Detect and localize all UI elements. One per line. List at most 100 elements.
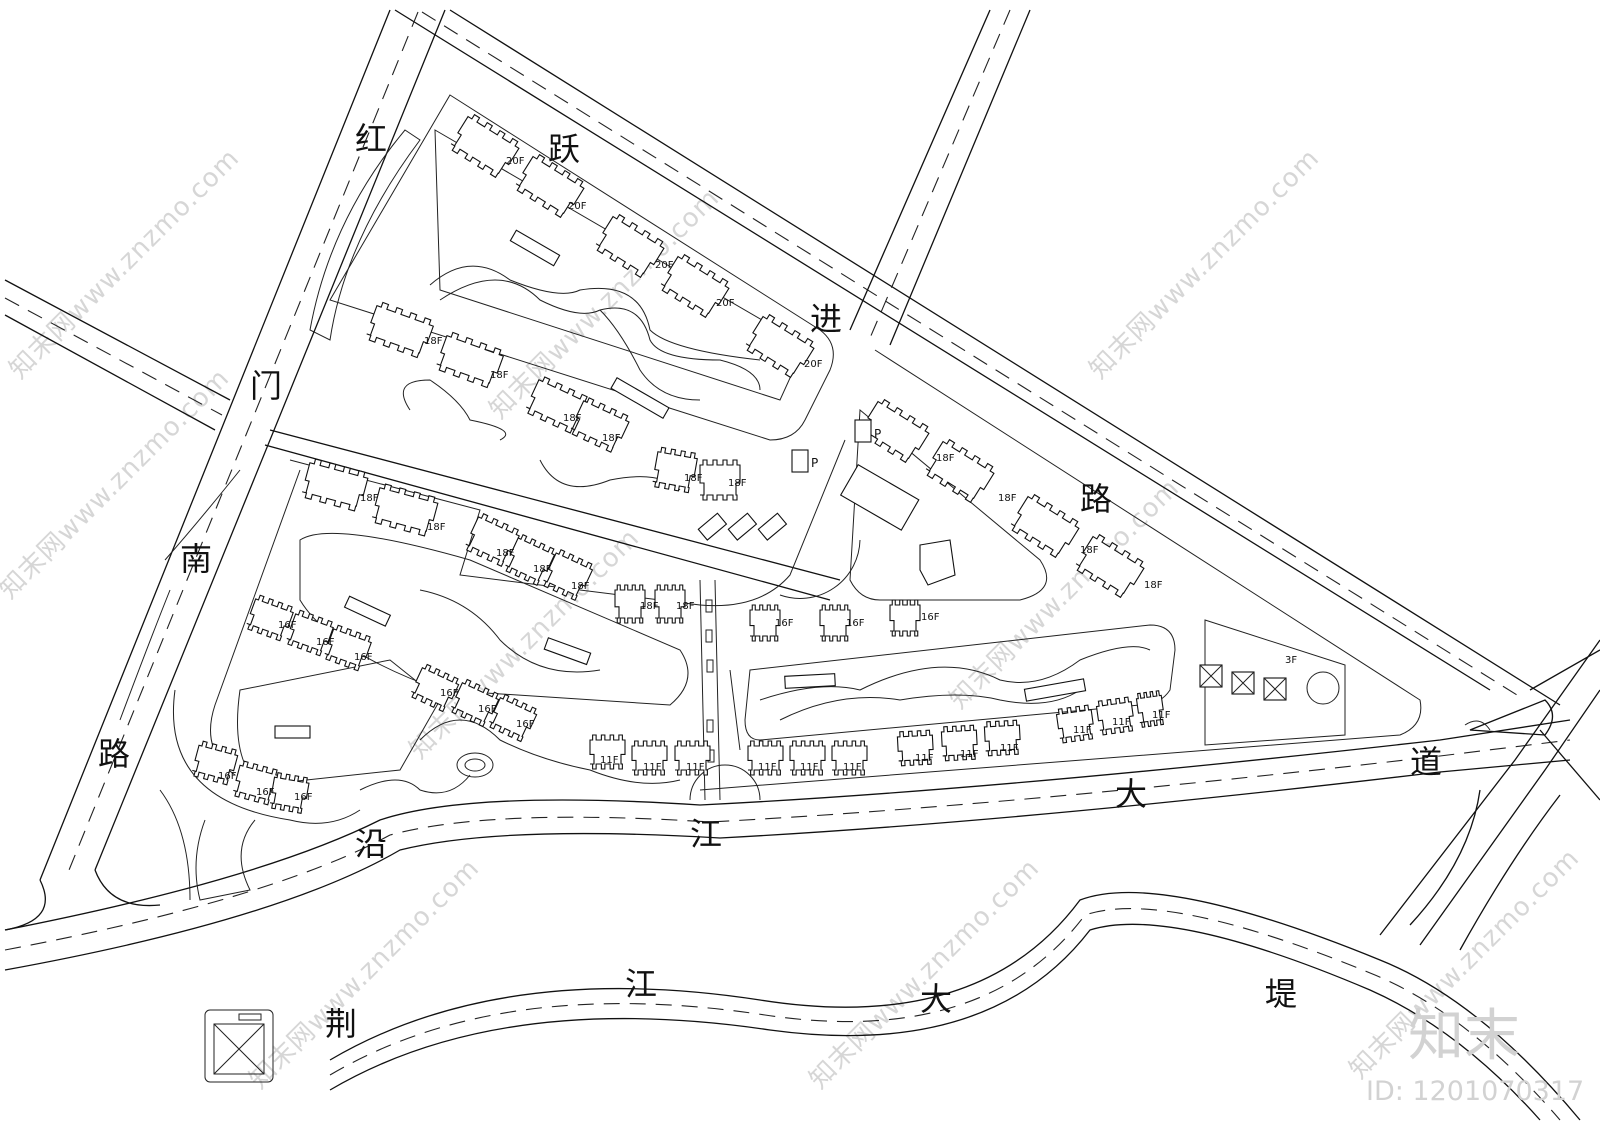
floor-label: 11F	[686, 762, 705, 773]
parking-box	[791, 449, 809, 473]
floor-label: 18F	[640, 601, 659, 612]
floor-label: 18F	[571, 581, 590, 592]
road-label-yanjiang: 道	[1410, 743, 1442, 781]
floor-label: 16F	[218, 771, 237, 782]
road-label-nanmen: 门	[250, 367, 282, 405]
road-label-hongyuejin: 路	[1080, 480, 1112, 518]
floor-label: 11F	[643, 762, 662, 773]
road-labels: 红 跃 进 路 门 南 路 道 大 江 沿 荆 江 大 堤	[98, 120, 1442, 1043]
building-footprint	[301, 458, 369, 512]
road-label-yanjiang: 江	[690, 815, 722, 853]
building-footprint	[614, 584, 646, 624]
floor-label: 20F	[506, 156, 525, 167]
floor-label: 11F	[758, 762, 777, 773]
road-label-yanjiang: 大	[1115, 775, 1147, 813]
parking-label: P	[811, 456, 818, 470]
building-footprint	[983, 719, 1021, 757]
watermark-site: 知末网www.znzmo.com	[244, 853, 486, 1095]
road-label-jingjiang: 江	[625, 965, 657, 1003]
floor-label: 11F	[1000, 743, 1019, 754]
floor-label: 18F	[533, 564, 552, 575]
building-footprint	[489, 693, 538, 743]
brand-logo: 知末	[1408, 1004, 1520, 1069]
road-label-hongyuejin: 进	[810, 300, 842, 338]
floor-label: 18F	[424, 336, 443, 347]
building-footprint	[543, 548, 594, 602]
floor-label: 11F	[1073, 725, 1092, 736]
building-footprint	[925, 438, 995, 504]
watermark-site: 知末网www.znzmo.com	[804, 853, 1046, 1095]
road-label-nanmen: 路	[98, 735, 130, 773]
floor-label: 16F	[846, 618, 865, 629]
floor-label: 20F	[804, 359, 823, 370]
floor-label: 18F	[1144, 580, 1163, 591]
building-footprint	[411, 663, 460, 713]
floor-labels: 20F 20F 20F 20F 20F 18F 18F 18F 18F 18F …	[218, 156, 1297, 803]
road-label-nanmen: 南	[180, 540, 212, 578]
building-footprint	[631, 740, 668, 776]
building-footprint	[324, 624, 372, 672]
floor-label: 16F	[256, 787, 275, 798]
building-footprint	[1135, 690, 1165, 728]
parking-strips	[274, 229, 1287, 739]
floor-label: 18F	[563, 413, 582, 424]
building-footprint	[896, 729, 934, 767]
compass-legend	[204, 1009, 274, 1083]
building-footprint	[889, 599, 921, 637]
building-footprint	[436, 331, 505, 389]
floor-label: 11F	[915, 753, 934, 764]
floor-label: 16F	[516, 719, 535, 730]
building-footprint	[819, 604, 851, 642]
building-footprint	[747, 740, 784, 776]
floor-label: 18F	[427, 522, 446, 533]
building-footprint	[451, 678, 500, 728]
road-label-jingjiang: 大	[920, 980, 952, 1018]
building-footprint	[505, 533, 556, 587]
floor-label: 11F	[800, 762, 819, 773]
floor-label: 18F	[936, 453, 955, 464]
floor-label: 16F	[478, 704, 497, 715]
building-footprint	[246, 594, 294, 642]
road-label-jingjiang: 荆	[325, 1005, 357, 1043]
building-footprint	[595, 213, 665, 279]
floor-label: 16F	[921, 612, 940, 623]
floor-label: 11F	[843, 762, 862, 773]
building-footprint	[465, 513, 520, 567]
building-footprint	[1010, 493, 1080, 559]
parking-box	[854, 419, 872, 443]
image-id-label: ID: 1201070317	[1366, 1076, 1584, 1107]
building-footprint	[745, 313, 815, 379]
building-footprint	[831, 740, 868, 776]
floor-label: 11F	[1112, 717, 1131, 728]
building-footprint	[1095, 696, 1134, 736]
club-floor-label: 3F	[1285, 655, 1297, 666]
building-footprint	[286, 609, 334, 657]
floor-label: 16F	[278, 620, 297, 631]
floor-label: 16F	[775, 618, 794, 629]
building-footprint	[589, 734, 626, 770]
road-label-hongyuejin: 跃	[548, 130, 580, 168]
building-footprint	[699, 459, 741, 501]
building-footprint	[192, 740, 239, 786]
floor-label: 11F	[960, 749, 979, 760]
floor-label: 18F	[360, 493, 379, 504]
watermark-site: 知末网www.znzmo.com	[4, 143, 246, 385]
building-footprint	[789, 740, 826, 776]
building-footprint	[515, 153, 585, 219]
building-footprint	[654, 584, 686, 624]
floor-label: 16F	[316, 637, 335, 648]
building-footprint	[1075, 533, 1145, 599]
floor-label: 20F	[568, 201, 587, 212]
floor-label: 18F	[496, 548, 515, 559]
floor-label: 16F	[354, 652, 373, 663]
floor-label: 20F	[655, 260, 674, 271]
floor-label: 11F	[600, 755, 619, 766]
road-network	[4, 9, 1600, 1121]
building-footprint	[674, 740, 711, 776]
floor-label: 18F	[684, 473, 703, 484]
floor-label: 11F	[1152, 710, 1171, 721]
parking-label: P	[874, 427, 881, 441]
building-footprint	[450, 113, 520, 179]
road-label-hongyuejin: 红	[355, 120, 387, 158]
